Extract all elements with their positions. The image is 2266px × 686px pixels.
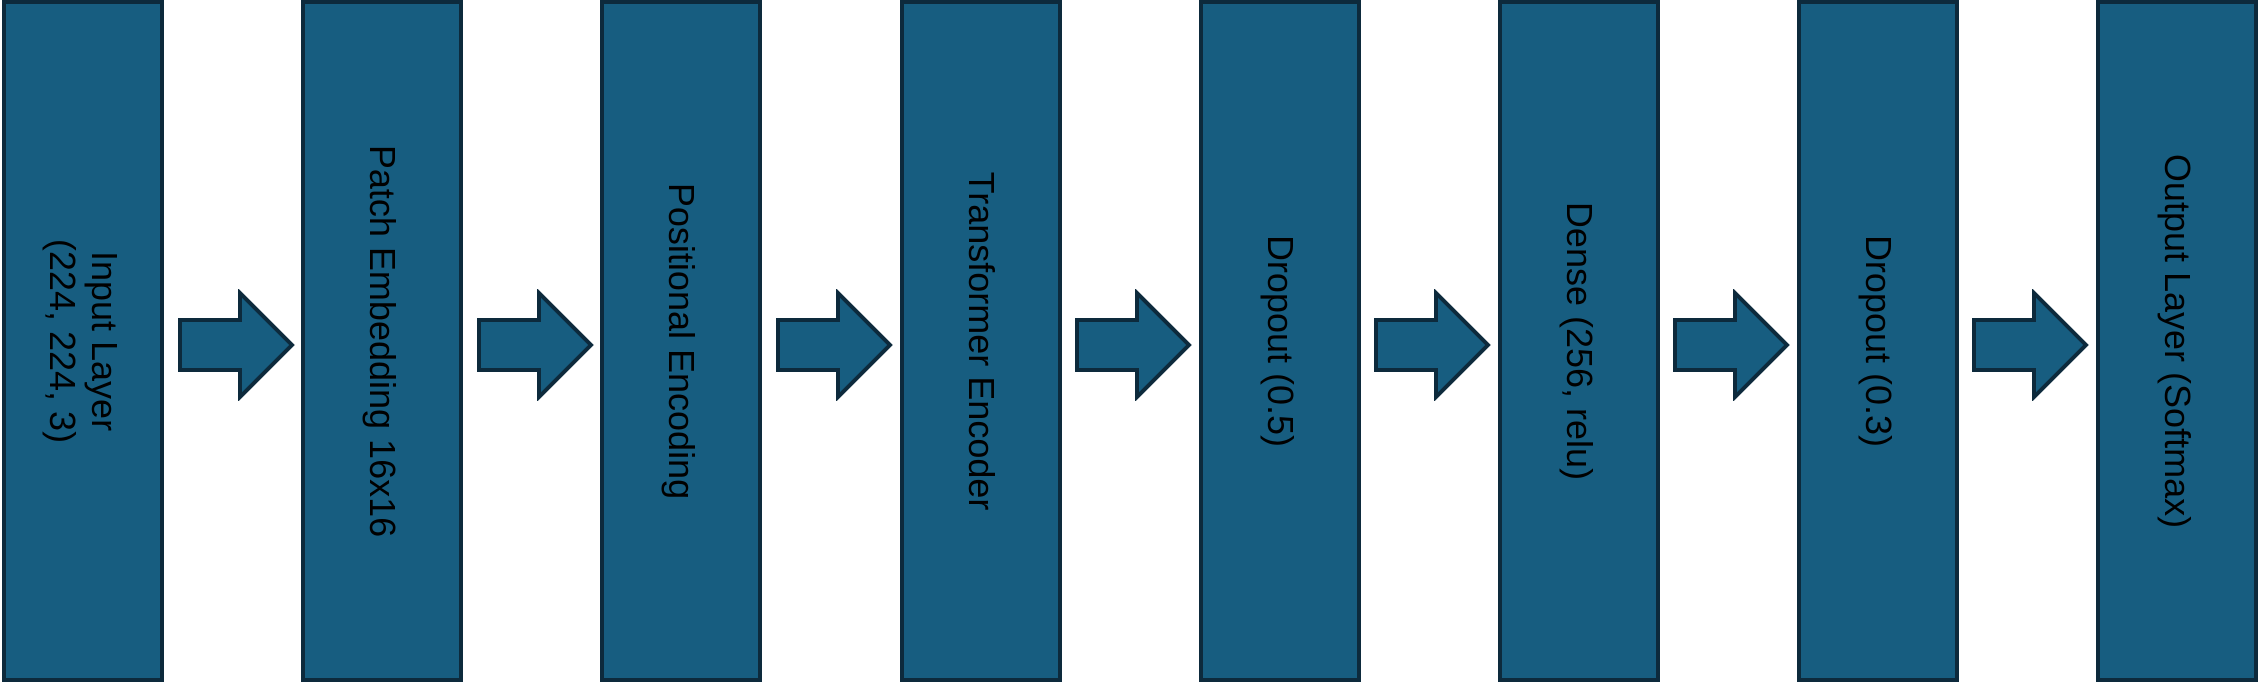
flow-arrow-icon	[477, 289, 594, 401]
layer-label-positional-encoding: Positional Encoding	[660, 21, 702, 661]
layer-block-transformer-encoder: Transformer Encoder	[900, 0, 1062, 682]
layer-block-output: Output Layer (Softmax)	[2096, 0, 2258, 682]
layer-label-dropout-2: Dropout (0.3)	[1857, 21, 1899, 661]
layer-label-line: Dense (256, relu)	[1559, 201, 1600, 481]
layer-label-dropout-1: Dropout (0.5)	[1259, 21, 1301, 661]
layer-block-positional-encoding: Positional Encoding	[600, 0, 762, 682]
flow-arrow-icon	[1075, 289, 1192, 401]
layer-block-dropout-2: Dropout (0.3)	[1797, 0, 1959, 682]
layer-label-line: Input Layer	[84, 250, 125, 432]
layer-label-patch-embedding: Patch Embedding 16x16	[361, 21, 403, 661]
layer-label-line: Dropout (0.3)	[1858, 234, 1899, 448]
layer-label-transformer-encoder: Transformer Encoder	[960, 21, 1002, 661]
flow-arrow-icon	[178, 289, 295, 401]
flow-arrow-icon	[1374, 289, 1491, 401]
layer-block-dense: Dense (256, relu)	[1498, 0, 1660, 682]
layer-label-line: Transformer Encoder	[961, 171, 1002, 511]
layer-label-line: Output Layer (Softmax)	[2157, 153, 2198, 529]
flow-arrow-icon	[776, 289, 893, 401]
layer-block-input: Input Layer (224, 224, 3)	[2, 0, 164, 682]
layer-block-dropout-1: Dropout (0.5)	[1199, 0, 1361, 682]
layer-label-output: Output Layer (Softmax)	[2156, 21, 2198, 661]
flow-arrow-icon	[1673, 289, 1790, 401]
layer-label-line: (224, 224, 3)	[42, 238, 83, 444]
layer-label-line: Positional Encoding	[661, 182, 702, 500]
layer-label-line: Patch Embedding 16x16	[362, 144, 403, 538]
layer-block-patch-embedding: Patch Embedding 16x16	[301, 0, 463, 682]
layer-label-input: Input Layer (224, 224, 3)	[41, 21, 125, 661]
layer-label-line: Dropout (0.5)	[1260, 234, 1301, 448]
layer-label-dense: Dense (256, relu)	[1558, 21, 1600, 661]
flow-arrow-icon	[1972, 289, 2089, 401]
